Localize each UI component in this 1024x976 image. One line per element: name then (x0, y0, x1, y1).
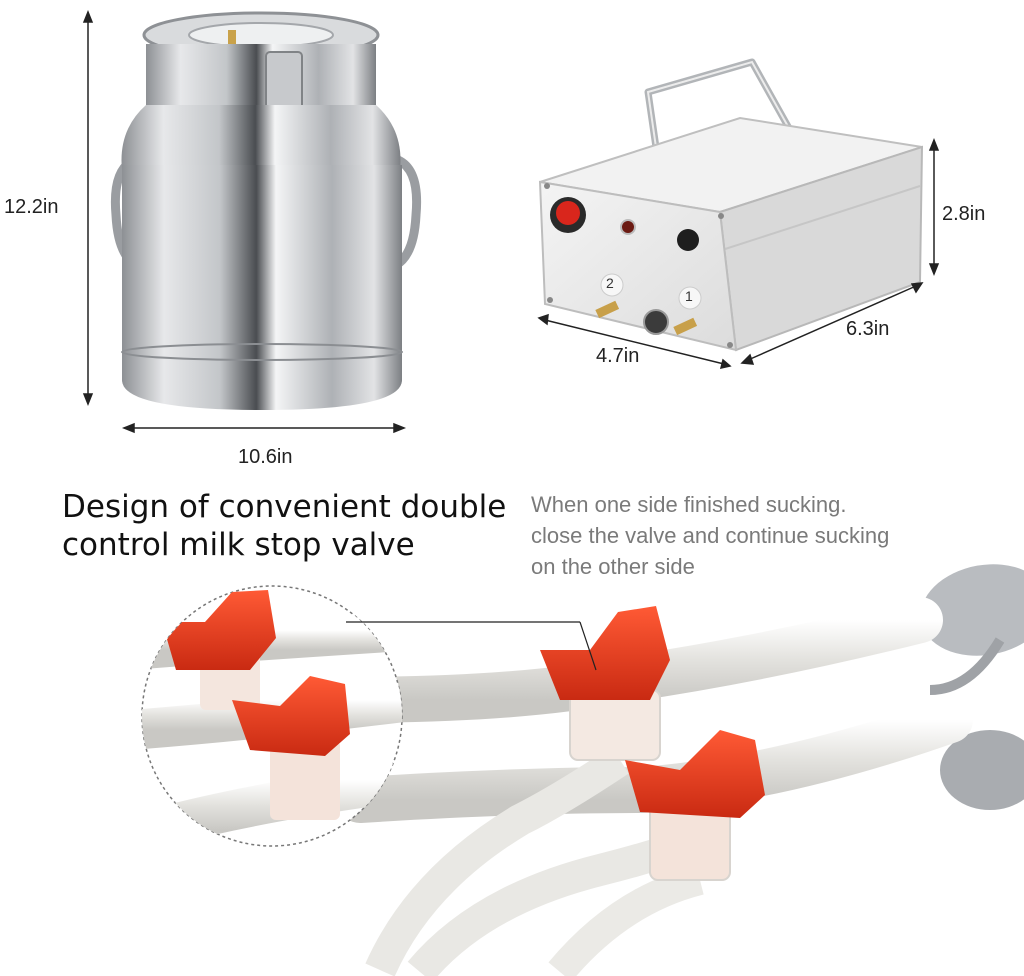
pump-depth-label: 6.3in (846, 318, 890, 340)
can-height-dimension (82, 9, 94, 407)
can-width-label: 10.6in (238, 446, 293, 468)
milk-can-icon (110, 11, 422, 410)
feature-note-line-3: on the other side (531, 554, 695, 579)
pump-height-label: 2.8in (942, 203, 986, 225)
pump-depth-dimension (740, 282, 924, 365)
valve-icon (540, 606, 765, 881)
feature-headline-line-1: Design of convenient double (62, 489, 507, 525)
can-height-label: 12.2in (4, 196, 59, 218)
pump-height-dimension (928, 137, 940, 277)
vacuum-pump-icon (538, 58, 924, 352)
feature-note: When one side finished sucking. close th… (531, 489, 1001, 582)
feature-note-line-2: close the valve and continue sucking (531, 523, 890, 548)
feature-headline-line-2: control milk stop valve (62, 527, 415, 563)
pump-width-label: 4.7in (596, 345, 640, 367)
pump-port-2-label: 2 (606, 275, 614, 291)
feature-note-line-1: When one side finished sucking. (531, 492, 847, 517)
pump-width-dimension (537, 313, 732, 369)
pump-port-1-label: 1 (685, 288, 693, 304)
feature-headline: Design of convenient double control milk… (62, 488, 532, 564)
can-width-dimension (121, 422, 407, 434)
tube-icon (317, 564, 1024, 976)
